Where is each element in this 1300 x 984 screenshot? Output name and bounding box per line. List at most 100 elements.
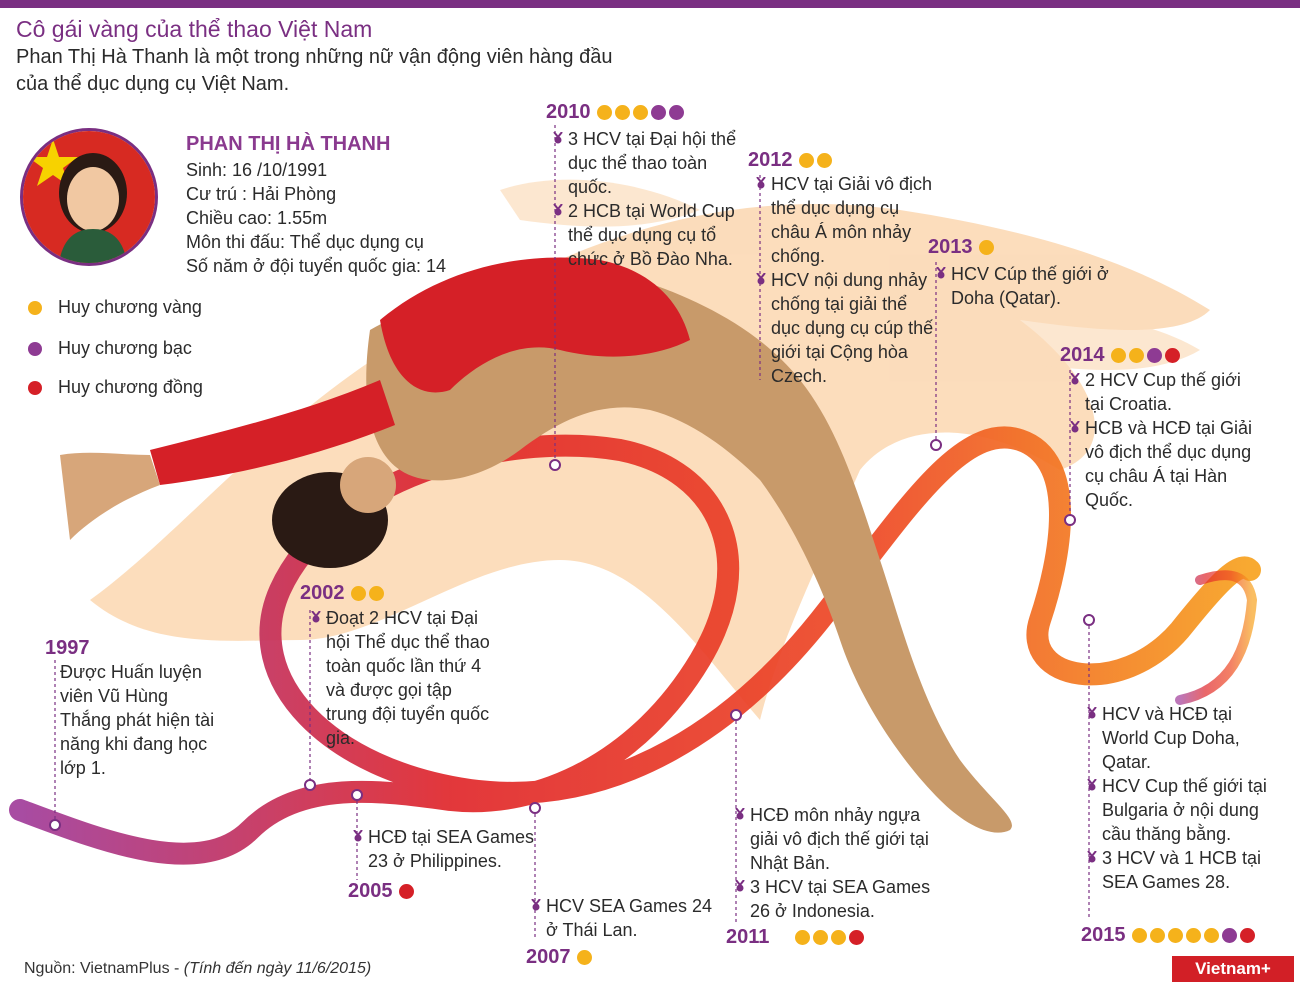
year-2012-label: 2012 (748, 149, 793, 171)
year-2013: 2013 (928, 236, 997, 259)
gold-medal-icon (632, 105, 648, 121)
gold-medal-icon (1131, 928, 1147, 944)
legend-bronze-label: Huy chương đồng (58, 377, 203, 397)
page-title: Cô gái vàng của thể thao Việt Nam (16, 16, 373, 42)
year-2013-label: 2013 (928, 236, 973, 258)
silver-medal-icon (28, 342, 42, 357)
ribbon (9, 426, 1261, 865)
year-1997: 1997 (45, 637, 96, 660)
source-date-note: (Tính đến ngày 11/6/2015) (183, 960, 372, 977)
timeline-item: HCV và HCĐ tại World Cup Doha, Qatar. (1087, 702, 1272, 774)
medal-ribbon-icon (936, 267, 946, 279)
timeline-item: HCV tại Giải vô địch thể dục dụng cụ châ… (756, 172, 936, 268)
year-2010: 2010 (546, 101, 687, 124)
year-2014-label: 2014 (1060, 344, 1105, 366)
legend-silver: Huy chương bạc (28, 338, 192, 359)
athlete-profile: PHAN THỊ HÀ THANH Sinh: 16 /10/1991 Cư t… (186, 132, 446, 278)
gold-medal-icon (813, 930, 829, 946)
source-note: Nguồn: VietnamPlus - (Tính đến ngày 11/6… (24, 960, 371, 978)
year-2007: 2007 (526, 946, 595, 969)
gold-medal-icon (1203, 928, 1219, 944)
medal-ribbon-icon (1070, 421, 1080, 433)
athlete-name: PHAN THỊ HÀ THANH (186, 133, 391, 155)
timeline-item: 3 HCV và 1 HCB tại SEA Games 28. (1087, 846, 1272, 894)
source-label: Nguồn: VietnamPlus - (24, 960, 184, 977)
gold-medal-icon (831, 930, 847, 946)
year-2014: 2014 (1060, 344, 1183, 367)
medal-ribbon-icon (1087, 707, 1097, 719)
year-2011: 2011 (726, 926, 867, 949)
timeline-item: Được Huấn luyện viên Vũ Hùng Thắng phát … (60, 662, 215, 778)
year-2010-label: 2010 (546, 101, 591, 123)
gold-medal-icon (28, 301, 42, 316)
vietnamplus-logo: Vietnam+ (1172, 956, 1294, 982)
year-2002: 2002 (300, 582, 387, 605)
timeline-item: HCB và HCĐ tại Giải vô địch thể dục dụng… (1070, 416, 1255, 512)
year-2012: 2012 (748, 149, 835, 172)
timeline-item: HCĐ tại SEA Games 23 ở Philippines. (353, 825, 548, 873)
medal-ribbon-icon (1070, 373, 1080, 385)
legend-gold-label: Huy chương vàng (58, 297, 202, 317)
legend-gold: Huy chương vàng (28, 297, 202, 318)
medal-ribbon-icon (1087, 851, 1097, 863)
bronze-medal-icon (1239, 928, 1255, 944)
timeline-item: 3 HCV tại SEA Games 26 ở Indonesia. (735, 875, 935, 923)
timeline-item: HCV nội dung nhảy chống tại giải thể dục… (756, 268, 936, 388)
medal-ribbon-icon (756, 177, 766, 189)
timeline-item: 3 HCV tại Đại hội thể dục thể thao toàn … (553, 127, 748, 199)
gold-medal-icon (1185, 928, 1201, 944)
bronze-medal-icon (398, 884, 414, 900)
medal-ribbon-icon (531, 899, 541, 911)
silver-medal-icon (650, 105, 666, 121)
gold-medal-icon (368, 586, 384, 602)
residence: Cư trú : Hải Phòng (186, 184, 337, 204)
national-team-years: Số năm ở đội tuyển quốc gia: 14 (186, 256, 446, 276)
year-2015: 2015 (1081, 924, 1258, 947)
medal-ribbon-icon (1087, 779, 1097, 791)
bronze-medal-icon (849, 930, 865, 946)
gymnast-silhouette (60, 257, 1012, 833)
silver-medal-icon (1221, 928, 1237, 944)
silver-medal-icon (668, 105, 684, 121)
timeline-item: HCĐ môn nhảy ngựa giải vô địch thế giới … (735, 803, 935, 875)
medal-ribbon-icon (553, 204, 563, 216)
medal-ribbon-icon (735, 808, 745, 820)
year-2005: 2005 (348, 880, 417, 903)
events-2011: HCĐ môn nhảy ngựa giải vô địch thế giới … (735, 803, 935, 923)
medal-ribbon-icon (735, 880, 745, 892)
events-1997: Được Huấn luyện viên Vũ Hùng Thắng phát … (60, 660, 215, 780)
year-2005-label: 2005 (348, 880, 393, 902)
bronze-medal-icon (1164, 348, 1180, 364)
year-1997-label: 1997 (45, 637, 90, 659)
gold-medal-icon (1167, 928, 1183, 944)
legend-bronze: Huy chương đồng (28, 377, 203, 398)
gold-medal-icon (978, 240, 994, 256)
gold-medal-icon (798, 153, 814, 169)
events-2005: HCĐ tại SEA Games 23 ở Philippines. (353, 825, 548, 873)
timeline-item: 2 HCV Cup thế giới tại Croatia. (1070, 368, 1255, 416)
gold-medal-icon (596, 105, 612, 121)
medal-ribbon-icon (756, 273, 766, 285)
athlete-avatar (20, 128, 158, 266)
events-2007: HCV SEA Games 24 ở Thái Lan. (531, 894, 726, 942)
birth-date: Sinh: 16 /10/1991 (186, 160, 328, 180)
gold-medal-icon (1149, 928, 1165, 944)
timeline-item: HCV Cup thế giới tại Bulgaria ở nội dung… (1087, 774, 1272, 846)
timeline-item: HCV Cúp thế giới ở Doha (Qatar). (936, 262, 1111, 310)
events-2013: HCV Cúp thế giới ở Doha (Qatar). (936, 262, 1111, 310)
events-2012: HCV tại Giải vô địch thể dục dụng cụ châ… (756, 172, 936, 388)
gold-medal-icon (614, 105, 630, 121)
page-subtitle: Phan Thị Hà Thanh là một trong những nữ … (16, 46, 613, 95)
events-2014: 2 HCV Cup thế giới tại Croatia.HCB và HC… (1070, 368, 1255, 512)
gold-medal-icon (576, 950, 592, 966)
year-2011-label: 2011 (726, 926, 770, 948)
events-2002: Đoạt 2 HCV tại Đại hội Thể dục thể thao … (311, 606, 496, 750)
height: Chiều cao: 1.55m (186, 208, 328, 228)
medal-ribbon-icon (553, 132, 563, 144)
gold-medal-icon (795, 930, 811, 946)
year-2007-label: 2007 (526, 946, 571, 968)
timeline-item: HCV SEA Games 24 ở Thái Lan. (531, 894, 726, 942)
top-bar (0, 0, 1300, 8)
year-2015-label: 2015 (1081, 924, 1126, 946)
